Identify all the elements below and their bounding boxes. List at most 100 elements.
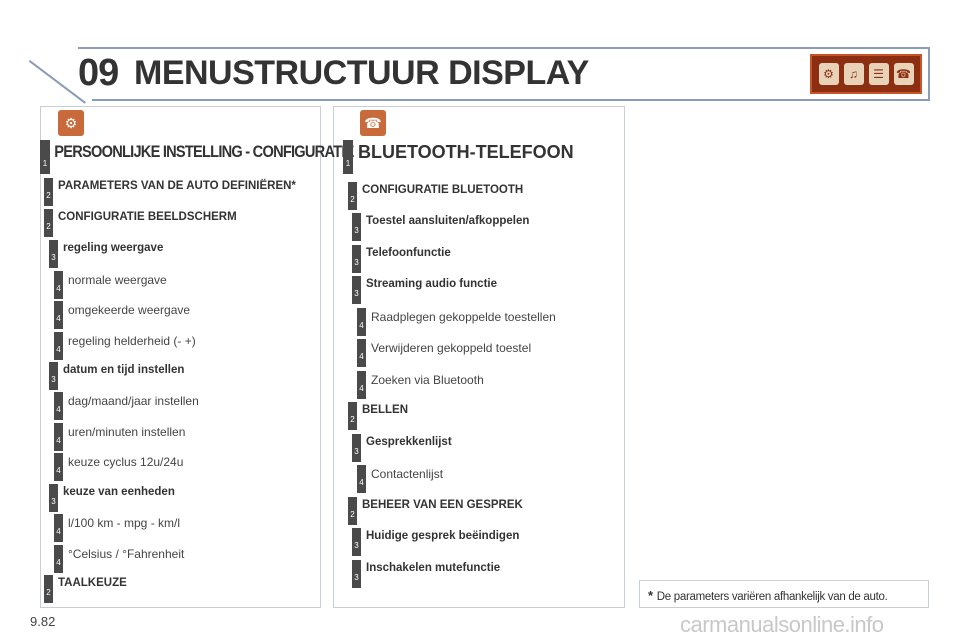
menu-item-label: uren/minuten instellen <box>68 425 186 439</box>
menu-item-label: CONFIGURATIE BLUETOOTH <box>362 184 524 196</box>
menu-item-level-3: 3 Huidige gesprek beëindigen <box>352 528 519 558</box>
level-marker: 4 <box>357 371 366 399</box>
menu-item-level-4: 4 regeling helderheid (- +) <box>54 332 196 362</box>
level-marker: 3 <box>352 245 361 273</box>
menu-item-level-4: 4 °Celsius / °Fahrenheit <box>54 545 184 575</box>
menu-item-label: Contactenlijst <box>371 467 444 481</box>
settings-icon: ⚙ <box>58 110 84 136</box>
settings-icon: ☰ <box>868 63 889 85</box>
level-number: 4 <box>56 345 61 354</box>
level-marker: 3 <box>352 528 361 556</box>
level-number: 3 <box>354 226 359 235</box>
menu-item-label: datum en tijd instellen <box>63 364 185 376</box>
level-marker: 4 <box>54 453 63 481</box>
menu-item-label: BELLEN <box>362 404 408 416</box>
level-marker: 3 <box>49 362 58 390</box>
level-number: 4 <box>359 384 364 393</box>
level-marker: 4 <box>54 271 63 299</box>
menu-item-label: regeling weergave <box>63 242 164 254</box>
menu-item-label: Verwijderen gekoppeld toestel <box>371 341 532 355</box>
settings-menu-panel <box>40 106 321 608</box>
level-number: 4 <box>56 466 61 475</box>
menu-item-level-3: 3 regeling weergave <box>49 240 163 270</box>
level-marker: 1 <box>40 140 50 174</box>
level-number: 4 <box>359 321 364 330</box>
level-marker: 2 <box>348 182 357 210</box>
menu-item-label: CONFIGURATIE BEELDSCHERM <box>58 211 237 223</box>
level-marker: 2 <box>44 209 53 237</box>
menu-item-level-2: 2 BELLEN <box>348 402 408 432</box>
page-title: MENUSTRUCTUUR DISPLAY <box>134 54 589 92</box>
menu-item-label: Inschakelen mutefunctie <box>366 562 501 574</box>
menu-item-level-2: 2 BEHEER VAN EEN GESPREK <box>348 497 523 527</box>
level-number: 4 <box>56 558 61 567</box>
level-marker: 4 <box>357 308 366 336</box>
menu-item-level-3: 3 Toestel aansluiten/afkoppelen <box>352 213 529 243</box>
menu-item-label: °Celsius / °Fahrenheit <box>68 547 185 561</box>
menu-item-label: Toestel aansluiten/afkoppelen <box>366 215 530 227</box>
menu-item-level-1: 1 BLUETOOTH-TELEFOON <box>343 140 574 174</box>
menu-item-label: PERSOONLIJKE INSTELLING - CONFIGURATIE <box>54 142 354 161</box>
menu-item-level-4: 4 omgekeerde weergave <box>54 301 190 331</box>
level-number: 3 <box>354 289 359 298</box>
menu-item-label: PARAMETERS VAN DE AUTO DEFINIËREN* <box>58 180 296 192</box>
level-marker: 4 <box>357 339 366 367</box>
header-bottom-line <box>92 99 928 101</box>
menu-item-level-2: 2 CONFIGURATIE BEELDSCHERM <box>44 209 237 239</box>
menu-item-label: omgekeerde weergave <box>68 303 191 317</box>
menu-item-label: regeling helderheid (- +) <box>68 334 196 348</box>
level-number: 4 <box>56 314 61 323</box>
level-number: 3 <box>354 573 359 582</box>
level-number: 3 <box>354 258 359 267</box>
menu-item-label: TAALKEUZE <box>58 577 127 589</box>
page-number: 9.82 <box>30 614 56 629</box>
menu-icons-strip: ⚙ ♫ ☰ ☎ <box>810 54 922 94</box>
watermark: carmanualsonline.info <box>680 612 884 637</box>
menu-item-label: BEHEER VAN EEN GESPREK <box>362 499 523 511</box>
level-number: 2 <box>350 510 355 519</box>
menu-item-label: Zoeken via Bluetooth <box>371 373 484 387</box>
menu-item-label: BLUETOOTH-TELEFOON <box>358 142 574 162</box>
level-marker: 2 <box>348 402 357 430</box>
footnote: *De parameters variëren afhankelijk van … <box>639 580 929 608</box>
level-number: 3 <box>51 375 56 384</box>
media-icon: ♫ <box>843 63 864 85</box>
menu-item-level-3: 3 datum en tijd instellen <box>49 362 184 392</box>
level-marker: 4 <box>54 392 63 420</box>
level-marker: 4 <box>54 423 63 451</box>
footnote-star: * <box>648 588 653 603</box>
menu-item-level-3: 3 Telefoonfunctie <box>352 245 451 275</box>
menu-item-level-4: 4 Zoeken via Bluetooth <box>357 371 484 401</box>
menu-item-level-4: 4 Verwijderen gekoppeld toestel <box>357 339 531 369</box>
menu-item-label: Huidige gesprek beëindigen <box>366 530 520 542</box>
bluetooth-menu-panel <box>333 106 625 608</box>
level-number: 2 <box>46 222 51 231</box>
level-number: 4 <box>56 527 61 536</box>
level-number: 1 <box>42 159 48 168</box>
level-marker: 3 <box>352 560 361 588</box>
header-top-line <box>78 47 930 49</box>
menu-item-label: Telefoonfunctie <box>366 247 451 259</box>
phone-icon: ☎ <box>893 63 914 85</box>
header-right-line <box>928 47 930 101</box>
level-marker: 4 <box>54 545 63 573</box>
level-number: 4 <box>56 436 61 445</box>
menu-item-level-3: 3 Inschakelen mutefunctie <box>352 560 500 590</box>
menu-item-label: Gesprekkenlijst <box>366 436 452 448</box>
level-marker: 2 <box>44 575 53 603</box>
menu-item-level-2: 2 TAALKEUZE <box>44 575 127 605</box>
level-marker: 4 <box>54 332 63 360</box>
level-marker: 2 <box>44 178 53 206</box>
level-marker: 1 <box>343 140 353 174</box>
level-number: 1 <box>345 159 351 168</box>
level-number: 3 <box>51 253 56 262</box>
level-number: 4 <box>56 405 61 414</box>
